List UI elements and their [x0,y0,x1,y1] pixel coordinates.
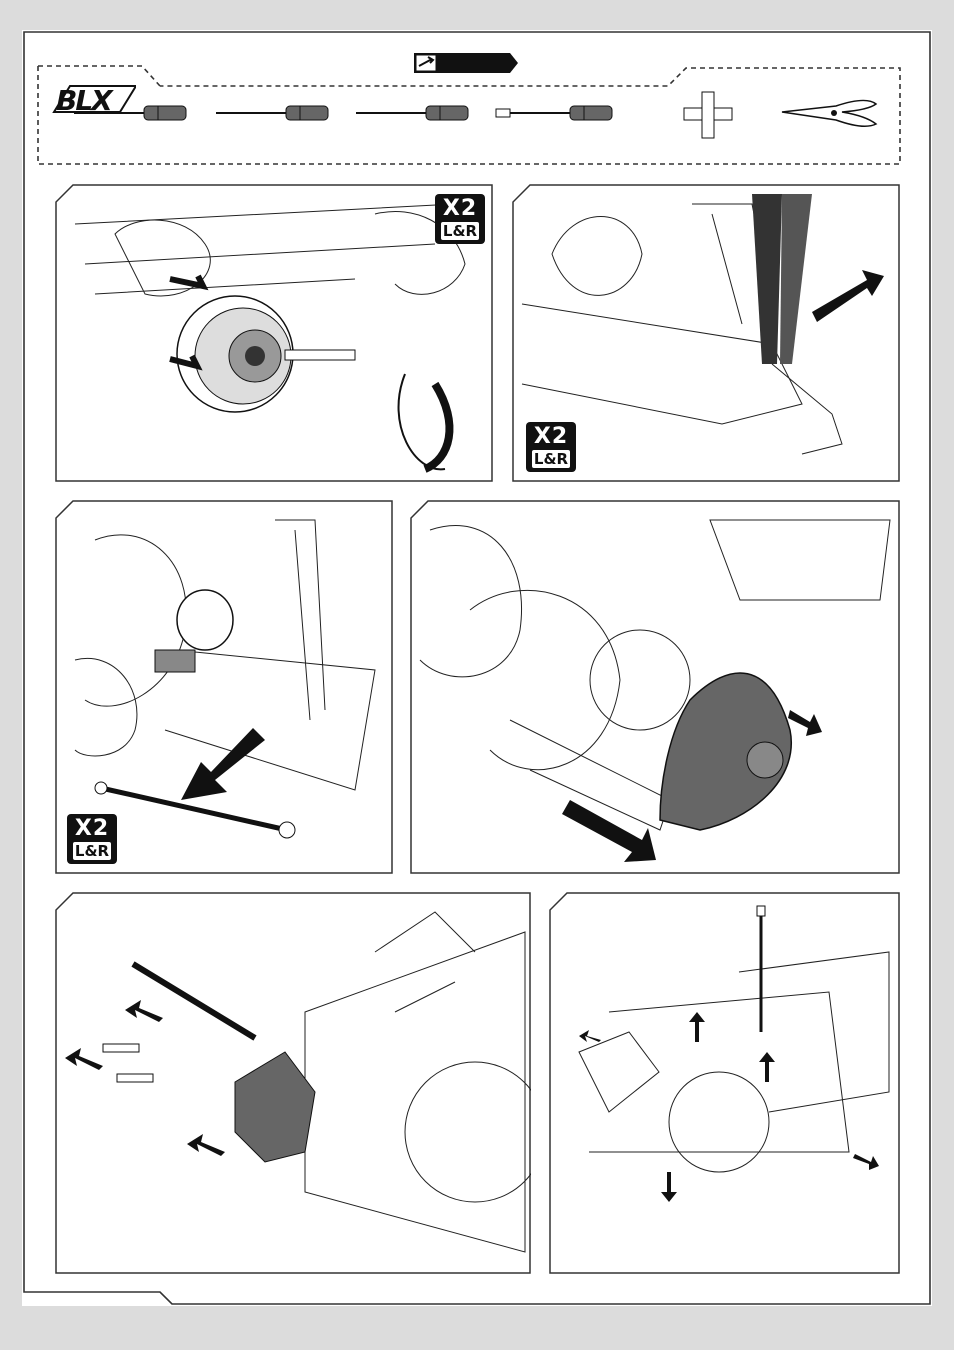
hex-driver-small-icon [74,106,186,120]
panel-remove-rear-hinge-pins [55,892,531,1274]
badge-x2-lr: X2 L&R [67,814,117,864]
badge-x2-lr: X2 L&R [526,422,576,472]
hex-driver-large-icon [356,106,468,120]
panel-remove-gear-cover [410,500,900,874]
panel-remove-hub-pin: X2 L&R [512,184,900,482]
needle-nose-pliers-icon [782,100,876,126]
cross-wrench-icon [684,92,732,138]
hex-driver-medium-icon [216,106,328,120]
panel-remove-rear-gearbox [549,892,900,1274]
instruction-page: BLX [22,30,932,1306]
tools-box [36,64,902,168]
badge-x2-lr: X2 L&R [435,194,485,244]
panel-remove-driveshaft: X2 L&R [55,500,393,874]
nut-driver-icon [496,106,612,120]
panel-remove-wheel: X2 L&R [55,184,493,482]
